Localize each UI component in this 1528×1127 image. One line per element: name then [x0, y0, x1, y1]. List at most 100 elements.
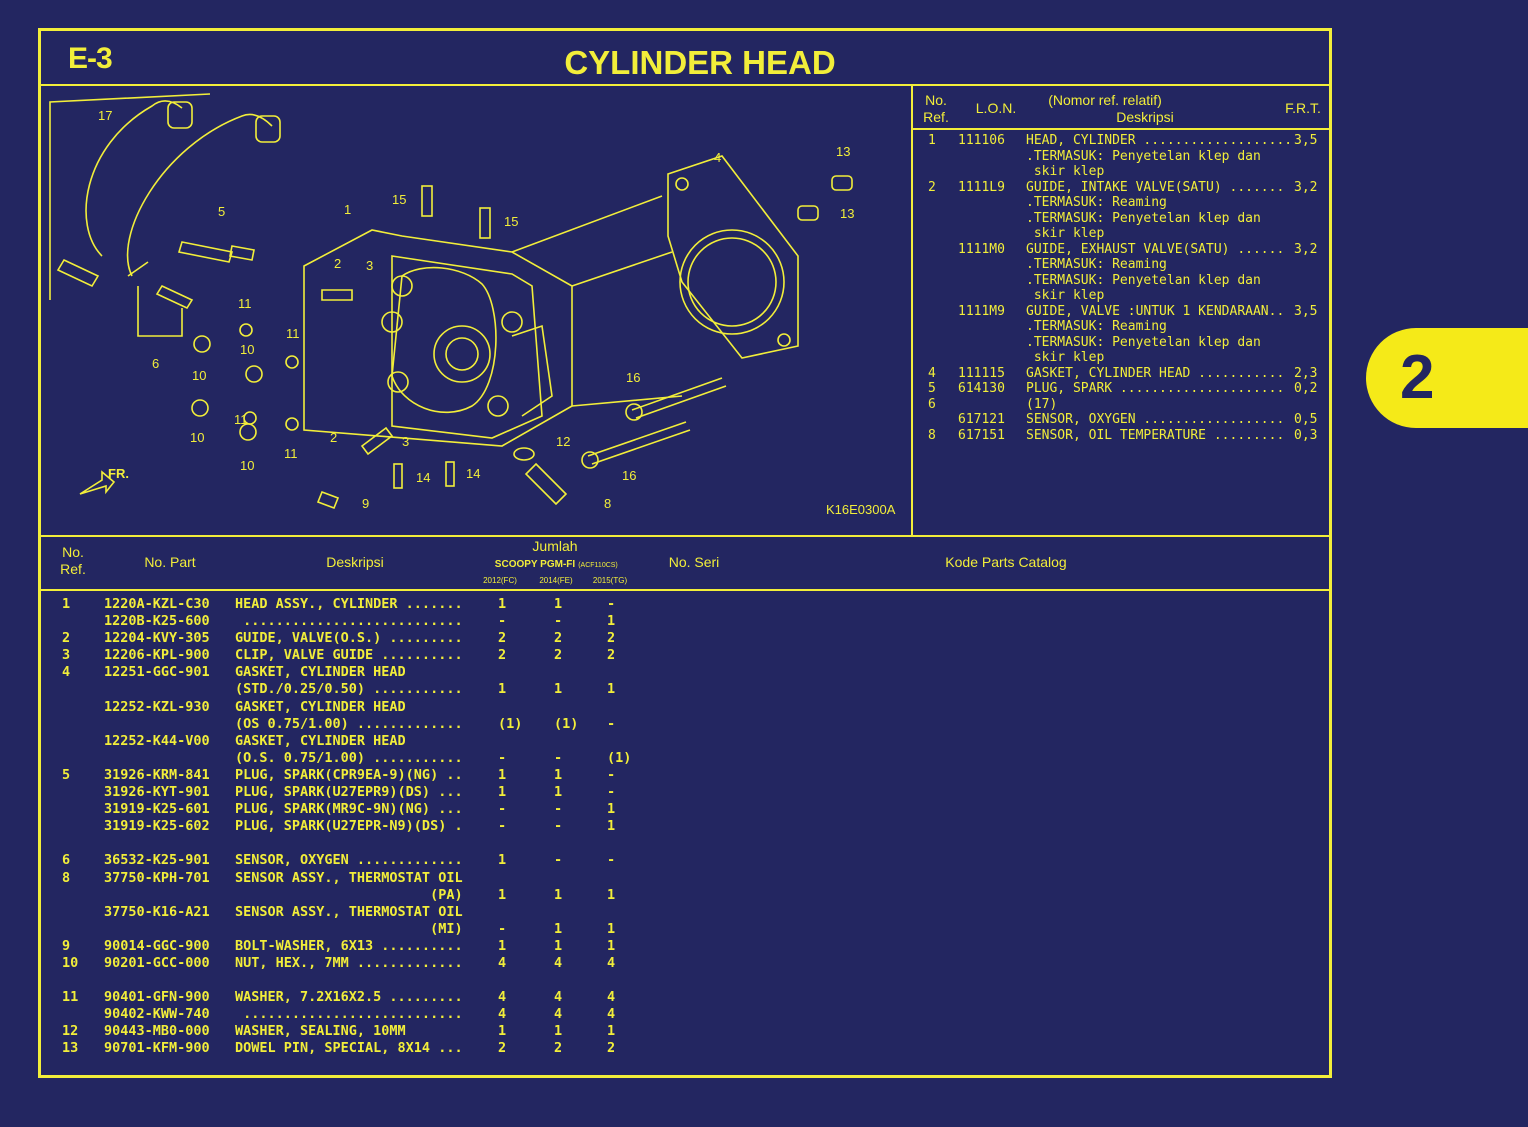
part-cell-ref: 1: [62, 596, 71, 612]
part-cell-q2: -: [554, 852, 563, 869]
ref-cell-desc: .TERMASUK: Reaming: [1026, 319, 1167, 334]
part-cell-q1: 2: [498, 630, 507, 647]
part-cell-desc: GUIDE, VALVE(O.S.) .........: [235, 630, 463, 647]
callout-6: 6: [152, 356, 159, 371]
ref-cell-lon: 1111M9: [958, 303, 1005, 319]
ref-row: .TERMASUK: Penyetelan klep dan: [924, 273, 1329, 289]
table-row: (OS 0.75/1.00) .............(1)(1)-: [58, 716, 658, 733]
part-cell-q2: (1): [554, 715, 579, 732]
callout-2b: 2: [330, 430, 337, 445]
ref-cell-lon: 617151: [958, 427, 1005, 443]
part-cell-q2: 1: [554, 681, 563, 698]
part-cell-desc: GASKET, CYLINDER HEAD: [235, 698, 406, 715]
ref-row: .TERMASUK: Reaming: [924, 319, 1329, 335]
ref-row: 6(17): [924, 397, 1329, 413]
parts-header-divider: [40, 589, 1330, 591]
part-cell-desc: ...........................: [235, 1006, 463, 1023]
parts-header-model-code: (ACF110CS): [578, 562, 618, 569]
ref-cell-desc: .TERMASUK: Reaming: [1026, 195, 1167, 210]
part-cell-desc: PLUG, SPARK(U27EPR9)(DS) ...: [235, 784, 463, 801]
part-cell-q1: 1: [498, 886, 507, 903]
callout-9: 9: [362, 496, 369, 511]
part-cell-part: 31919-K25-601: [104, 801, 210, 818]
ref-cell-frt: 3,5: [1294, 133, 1318, 148]
part-cell-desc: PLUG, SPARK(U27EPR-N9)(DS) .: [235, 818, 463, 835]
part-cell-q1: 1: [498, 784, 507, 801]
part-cell-q1: -: [498, 920, 507, 937]
part-cell-q3: 2: [607, 630, 616, 647]
ref-cell-desc: GUIDE, EXHAUST VALVE(SATU) ......: [1026, 241, 1285, 257]
ref-cell-desc: (17): [1026, 396, 1058, 412]
part-cell-part: 90402-KWW-740: [104, 1006, 210, 1023]
part-cell-desc: (O.S. 0.75/1.00) ...........: [235, 749, 463, 766]
part-cell-part: 90401-GFN-900: [104, 989, 210, 1006]
part-cell-q2: 4: [554, 1006, 563, 1023]
ref-header-nomor: (Nomor ref. relatif): [1048, 92, 1162, 108]
part-cell-q3: 1: [607, 801, 616, 818]
parts-header-year-3: 2015(TG): [592, 576, 628, 585]
ref-cell-no: 2: [928, 179, 936, 195]
part-cell-ref: 11: [62, 989, 79, 1006]
part-cell-q3: -: [607, 852, 616, 869]
parts-header-seri: No. Seri: [668, 554, 720, 570]
part-cell-desc: GASKET, CYLINDER HEAD: [235, 664, 406, 681]
ref-cell-lon: 617121: [958, 412, 1005, 427]
ref-cell-desc: skir klep: [1026, 350, 1105, 365]
ref-cell-lon: 111115: [958, 365, 1005, 381]
callout-3a: 3: [366, 258, 373, 273]
ref-row: skir klep: [924, 350, 1329, 366]
callout-2a: 2: [334, 256, 341, 271]
callout-3b: 3: [402, 434, 409, 449]
part-cell-q2: 1: [554, 1023, 563, 1040]
part-cell-ref: 6: [62, 852, 71, 869]
part-cell-q2: 4: [554, 954, 563, 971]
part-cell-desc: SENSOR ASSY., THERMOSTAT OIL: [235, 903, 463, 920]
part-cell-desc: PLUG, SPARK(CPR9EA-9)(NG) ..: [235, 766, 463, 783]
part-cell-part: 90201-GCC-000: [104, 954, 210, 971]
page-title: CYLINDER HEAD: [564, 44, 836, 81]
part-cell-q1: 1: [498, 852, 507, 869]
part-cell-q1: 4: [498, 954, 507, 971]
ref-row: .TERMASUK: Reaming: [924, 257, 1329, 273]
part-cell-part: 36532-K25-901: [104, 852, 210, 869]
callout-8: 8: [604, 496, 611, 511]
parts-header-year-2: 2014(FE): [539, 576, 573, 585]
part-cell-ref: 4: [62, 664, 71, 681]
part-cell-q1: -: [498, 749, 507, 766]
part-cell-part: 37750-KPH-701: [104, 869, 210, 886]
table-row: 11 90401-GFN-900 WASHER, 7.2X16X2.5 ......…: [58, 989, 658, 1006]
callout-10b: 10: [192, 368, 206, 383]
title-divider: [40, 84, 1330, 86]
part-cell-desc: CLIP, VALVE GUIDE ..........: [235, 647, 463, 664]
table-row: (O.S. 0.75/1.00) ...........--(1): [58, 750, 658, 767]
part-cell-desc: (PA): [235, 886, 463, 903]
ref-cell-desc: .TERMASUK: Penyetelan klep dan: [1026, 210, 1261, 226]
part-cell-q1: 1: [498, 1023, 507, 1040]
ref-cell-frt: 2,3: [1294, 365, 1318, 381]
part-cell-q1: 4: [498, 989, 507, 1006]
part-cell-q1: (1): [498, 715, 523, 732]
ref-cell-desc: SENSOR, OXYGEN ..................: [1026, 412, 1285, 427]
part-cell-q2: 2: [554, 1040, 563, 1057]
ref-cell-desc: GUIDE, INTAKE VALVE(SATU) .......: [1026, 179, 1285, 195]
part-cell-part: 12252-K44-V00: [104, 732, 210, 749]
part-cell-desc: WASHER, 7.2X16X2.5 .........: [235, 989, 463, 1006]
part-cell-part: 90443-MB0-000: [104, 1023, 210, 1040]
table-row: [58, 835, 658, 852]
part-cell-q2: 2: [554, 630, 563, 647]
parts-header-model: SCOOPY PGM-FI: [494, 559, 576, 570]
callout-12: 12: [556, 434, 570, 449]
part-cell-desc: (MI): [235, 920, 463, 937]
section-tab[interactable]: 2: [1366, 328, 1528, 428]
part-cell-q3: -: [607, 596, 616, 612]
